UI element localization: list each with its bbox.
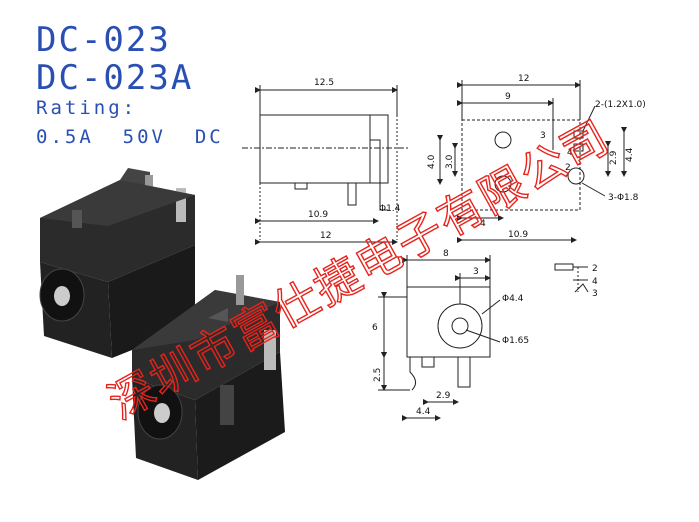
product-photo-2 [132,275,285,480]
dim-top-3-0: 3.0 [445,154,455,169]
pin-schematic [554,263,589,293]
product-photo-1 [39,168,195,358]
dim-top-holes: 3-Φ1.8 [608,193,639,203]
model-title-secondary: DC-023A [36,58,194,98]
top-view [437,80,627,243]
schematic-pin-4: 4 [592,277,598,287]
dim-front-width: 8 [443,249,449,259]
dim-front-leg: 2.5 [373,368,383,382]
top-pin-2: 2 [565,163,571,173]
dim-front-bore: Φ4.4 [502,294,524,304]
dim-side-pin-distance: 10.9 [308,210,328,220]
rating-value: 0.5A 50V DC [36,126,224,148]
dim-side-pin-dia: Φ1.4 [379,204,401,214]
dim-top-width: 12 [518,74,529,84]
schematic-pin-2: 2 [592,264,598,274]
model-title-primary: DC-023 [36,20,171,60]
schematic-pin-3: 3 [592,289,598,299]
dim-top-4-0: 4.0 [427,154,437,169]
side-view [242,85,410,245]
top-pin-3: 3 [540,131,546,141]
rating-label: Rating: [36,97,138,119]
dim-top-4-4: 4.4 [625,147,635,162]
dim-front-2-9: 2.9 [436,391,451,401]
front-view [378,255,501,421]
dim-front-height: 6 [372,323,378,333]
dim-top-hole-offset: 9 [505,92,511,102]
dim-top-10-9: 10.9 [508,230,528,240]
dim-top-2-9: 2.9 [609,150,619,165]
dim-front-4-4: 4.4 [416,407,431,417]
dim-front-pin: Φ1.65 [502,336,529,346]
dim-top-4: 4 [480,219,486,229]
dim-side-width: 12 [320,231,331,241]
dim-side-length: 12.5 [314,78,334,88]
top-pin-4: 4 [567,148,573,158]
dim-front-offset: 3 [473,267,479,277]
dim-top-slot: 2-(1.2X1.0) [595,100,646,110]
